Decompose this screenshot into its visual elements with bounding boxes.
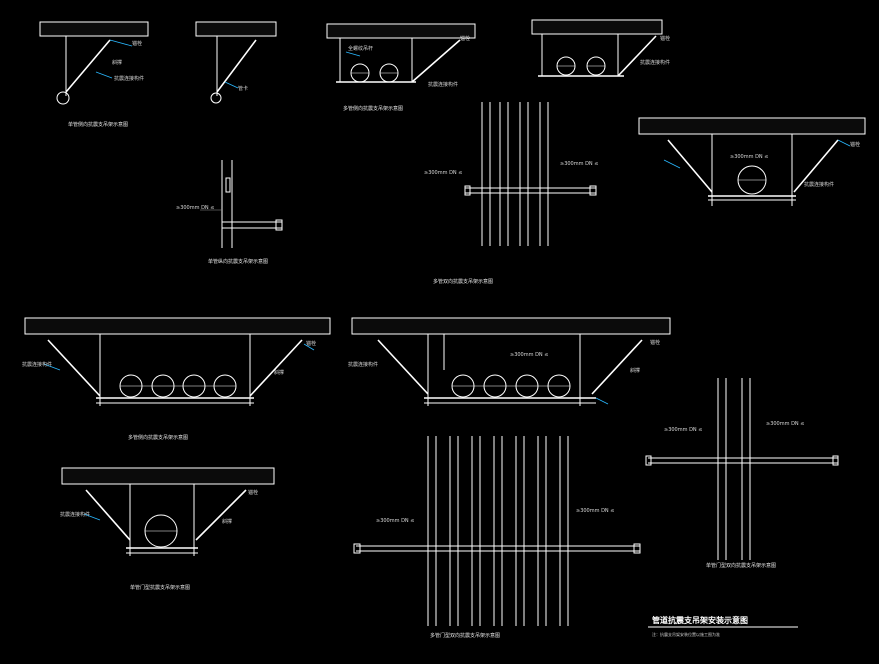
detail-single-longitudinal-plan: ≥300mm DN ≤ 单管纵向抗震支吊架示意图 <box>176 160 283 265</box>
concrete-slab <box>531 19 663 35</box>
label-bracket: 抗震连接构件 <box>114 75 144 82</box>
caption-10: 多管门型双向抗震支吊架示意图 <box>430 632 500 639</box>
label-brace: 斜撑 <box>222 518 232 525</box>
detail-single-lateral-2: 管卡 <box>195 21 277 104</box>
label-bracket: 抗震连接构件 <box>348 361 378 368</box>
concrete-slab <box>326 23 476 39</box>
label-anchor: 锚栓 <box>650 339 660 346</box>
detail-multi-longitudinal-plan-top: ≥300mm DN ≤ ≥300mm DN ≤ 多管双向抗震支吊架示意图 <box>424 102 598 285</box>
caption-8: 多管侧向抗震支吊架示意图 <box>128 434 188 441</box>
pipe <box>210 92 222 104</box>
detail-multi-longitudinal-plan-bottom: ≥300mm DN ≤ ≥300mm DN ≤ 多管门型双向抗震支吊架示意图 <box>353 436 641 639</box>
label-bracket: 抗震连接构件 <box>60 511 90 518</box>
label-brace: 斜撑 <box>630 367 640 374</box>
drawing-subtitle: 注：抗震支吊架安装位置以施工图为准 <box>652 631 720 637</box>
label-brace: 斜撑 <box>274 369 284 376</box>
concrete-slab <box>24 317 331 335</box>
label-anchor: 锚栓 <box>850 141 860 148</box>
caption-6: 多管双向抗震支吊架示意图 <box>433 278 493 285</box>
title-block: 管道抗震支吊架安装示意图 注：抗震支吊架安装位置以施工图为准 <box>648 615 798 637</box>
label-dim: ≥300mm DN ≤ <box>510 352 548 358</box>
label-anchor: 锚栓 <box>306 340 316 347</box>
detail-multi-lateral-left: 抗震连接构件 锚栓 斜撑 多管侧向抗震支吊架示意图 <box>22 317 331 441</box>
caption-12: 单管门型双向抗震支吊架示意图 <box>706 562 776 569</box>
label-brace: 斜撑 <box>112 59 122 66</box>
label-dim-right: ≥300mm DN ≤ <box>766 421 804 427</box>
caption-11: 单管门型抗震支吊架示意图 <box>130 584 190 591</box>
caption-2: 单管纵向抗震支吊架示意图 <box>208 258 268 265</box>
label-bracket: 抗震连接构件 <box>804 181 834 188</box>
detail-single-gate-right: 锚栓 ≥300mm DN ≤ 抗震连接构件 <box>638 117 866 206</box>
detail-multi-double-top: 锚栓 抗震连接构件 <box>531 19 670 77</box>
concrete-slab <box>61 467 275 485</box>
pipe <box>56 91 70 105</box>
detail-single-lateral-1: 锚栓 斜撑 抗震连接构件 单管侧向抗震支吊架示意图 <box>39 21 149 128</box>
concrete-slab <box>39 21 149 37</box>
caption-3: 多管侧向抗震支吊架示意图 <box>343 105 403 112</box>
label-bracket: 抗震连接构件 <box>22 361 52 368</box>
caption-1: 单管侧向抗震支吊架示意图 <box>68 121 128 128</box>
drawing-title: 管道抗震支吊架安装示意图 <box>652 615 748 625</box>
label-dim: ≥300mm DN ≤ <box>730 154 768 160</box>
concrete-slab <box>638 117 866 135</box>
label-anchor: 锚栓 <box>132 40 142 47</box>
detail-multi-lateral-top: 全螺纹吊杆 锚栓 抗震连接构件 多管侧向抗震支吊架示意图 <box>326 23 476 112</box>
label-anchor: 锚栓 <box>660 35 670 42</box>
label-dim: ≥300mm DN ≤ <box>176 205 214 211</box>
detail-multi-lateral-center: 抗震连接构件 锚栓 斜撑 ≥300mm DN ≤ <box>348 317 671 406</box>
label-dim-right: ≥300mm DN ≤ <box>576 508 614 514</box>
label-bracket: 抗震连接构件 <box>640 59 670 66</box>
detail-longitudinal-plan-right: ≥300mm DN ≤ ≥300mm DN ≤ 单管门型双向抗震支吊架示意图 <box>645 378 839 569</box>
label-pipe-clamp: 管卡 <box>238 85 248 92</box>
label-anchor: 锚栓 <box>248 489 258 496</box>
concrete-slab <box>195 21 277 37</box>
label-dim-right: ≥300mm DN ≤ <box>560 161 598 167</box>
detail-single-gate-left: 抗震连接构件 锚栓 斜撑 单管门型抗震支吊架示意图 <box>60 467 275 591</box>
label-rod: 全螺纹吊杆 <box>348 45 373 52</box>
label-dim: ≥300mm DN ≤ <box>376 518 414 524</box>
concrete-slab <box>351 317 671 335</box>
label-dim: ≥300mm DN ≤ <box>664 427 702 433</box>
label-dim: ≥300mm DN ≤ <box>424 170 462 176</box>
label-anchor: 锚栓 <box>460 35 470 42</box>
label-bracket: 抗震连接构件 <box>428 81 458 88</box>
